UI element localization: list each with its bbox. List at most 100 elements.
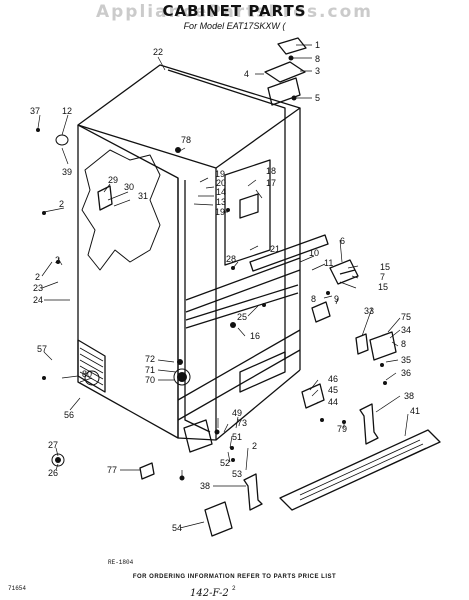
callout-49: 49 bbox=[232, 408, 242, 418]
part-54-block bbox=[204, 501, 233, 537]
callout-45: 45 bbox=[328, 385, 338, 395]
callout-52: 52 bbox=[220, 458, 230, 468]
part-46-plate bbox=[301, 383, 325, 409]
bracket-38-lower bbox=[243, 473, 263, 511]
lower-hinge bbox=[369, 331, 397, 361]
callout-20: 20 bbox=[216, 178, 226, 188]
callout-30: 30 bbox=[124, 182, 134, 192]
insulation-cutout bbox=[81, 149, 161, 271]
cabinet-top bbox=[77, 64, 301, 169]
grille-lines bbox=[79, 347, 104, 386]
base-grille bbox=[279, 429, 441, 511]
callout-80: 80 bbox=[82, 369, 92, 379]
ordering-info-footer: FOR ORDERING INFORMATION REFER TO PARTS … bbox=[132, 574, 337, 580]
callout-2-bottom: 2 bbox=[252, 441, 257, 451]
callout-21: 21 bbox=[270, 244, 280, 254]
callout-73: 73 bbox=[237, 418, 247, 428]
cabinet-front-edge bbox=[77, 124, 179, 438]
callout-41: 41 bbox=[410, 406, 420, 416]
mullion-rail bbox=[185, 257, 301, 313]
hinge-plate bbox=[267, 77, 301, 106]
callout-39: 39 bbox=[62, 167, 72, 177]
diagram-title: CABINET PARTS bbox=[162, 2, 307, 20]
base-grille-slots bbox=[299, 439, 427, 506]
callout-78: 78 bbox=[181, 135, 191, 145]
callout-26: 26 bbox=[48, 468, 58, 478]
lower-plate bbox=[239, 351, 286, 393]
callout-75: 75 bbox=[401, 312, 411, 322]
cabinet-base-rail bbox=[177, 329, 301, 421]
leveling-leg bbox=[183, 419, 213, 453]
doc-code: 71654 bbox=[8, 585, 27, 592]
center-hinge bbox=[329, 259, 359, 285]
door-stop bbox=[311, 301, 331, 323]
cabinet-left-side bbox=[77, 125, 179, 439]
leader-lines bbox=[37, 44, 409, 529]
callout-31: 31 bbox=[138, 191, 148, 201]
shelf-bracket bbox=[224, 159, 271, 266]
callout-6: 6 bbox=[340, 236, 345, 246]
callout-46: 46 bbox=[328, 374, 338, 384]
callout-labels: 1 8 3 4 5 22 78 37 12 39 29 30 31 2 19 2… bbox=[30, 40, 420, 533]
callout-35: 35 bbox=[401, 355, 411, 365]
callout-12: 12 bbox=[62, 106, 72, 116]
bracket-38-right bbox=[359, 403, 379, 445]
callout-27: 27 bbox=[48, 440, 58, 450]
top-hinge bbox=[264, 61, 306, 83]
hinge-pin bbox=[339, 269, 356, 275]
callout-54: 54 bbox=[172, 523, 182, 533]
callout-13: 13 bbox=[216, 197, 226, 207]
callout-34: 34 bbox=[401, 325, 411, 335]
callout-51: 51 bbox=[232, 432, 242, 442]
side-grille bbox=[77, 339, 106, 393]
callout-19-lower: 19 bbox=[215, 207, 225, 217]
watermark: AppliancePartsPros.com bbox=[95, 2, 373, 22]
callout-72: 72 bbox=[145, 354, 155, 364]
callout-3: 3 bbox=[315, 66, 320, 76]
page-mark: 2 bbox=[232, 585, 236, 592]
callout-8: 8 bbox=[315, 54, 320, 64]
callout-24: 24 bbox=[33, 295, 43, 305]
callout-2-left-b: 2 bbox=[35, 272, 40, 282]
callout-1: 1 bbox=[315, 40, 320, 50]
part-33-bracket bbox=[355, 333, 369, 355]
callout-22: 22 bbox=[153, 47, 163, 57]
callout-28: 28 bbox=[226, 254, 236, 264]
callout-53: 53 bbox=[232, 469, 242, 479]
cabinet-inner-front bbox=[184, 180, 211, 433]
callout-7: 7 bbox=[380, 272, 385, 282]
callout-9: 9 bbox=[334, 294, 339, 304]
callout-18: 18 bbox=[266, 166, 276, 176]
callout-33: 33 bbox=[364, 306, 374, 316]
callout-17: 17 bbox=[266, 178, 276, 188]
part-29-bracket bbox=[97, 185, 113, 211]
callout-8-middle: 8 bbox=[311, 294, 316, 304]
callout-2-left-a: 2 bbox=[55, 255, 60, 265]
callout-57: 57 bbox=[37, 344, 47, 354]
part-10-rail bbox=[249, 234, 329, 272]
part-77-clip bbox=[139, 462, 155, 480]
fasteners bbox=[36, 55, 387, 481]
callout-5: 5 bbox=[315, 93, 320, 103]
callout-2-upper-left: 2 bbox=[59, 199, 64, 209]
cabinet-bottom bbox=[177, 369, 301, 441]
callout-25: 25 bbox=[237, 312, 247, 322]
callout-70: 70 bbox=[145, 375, 155, 385]
callout-14: 14 bbox=[216, 187, 226, 197]
callout-8-right: 8 bbox=[401, 339, 406, 349]
callout-16: 16 bbox=[250, 331, 260, 341]
bracket-slot bbox=[239, 193, 259, 219]
callout-37: 37 bbox=[30, 106, 40, 116]
callout-10: 10 bbox=[309, 248, 319, 258]
hinge-cover bbox=[277, 37, 307, 55]
diagram-subtitle: For Model EAT17SKXW ( bbox=[183, 21, 286, 31]
callout-56: 56 bbox=[64, 410, 74, 420]
callout-36: 36 bbox=[401, 368, 411, 378]
callout-71: 71 bbox=[145, 365, 155, 375]
mullion-rail-lower bbox=[185, 284, 299, 329]
callout-29: 29 bbox=[108, 175, 118, 185]
callout-38-bottom: 38 bbox=[200, 481, 210, 491]
handwritten-note: 142-F-2 bbox=[190, 588, 229, 599]
callout-44: 44 bbox=[328, 397, 338, 407]
